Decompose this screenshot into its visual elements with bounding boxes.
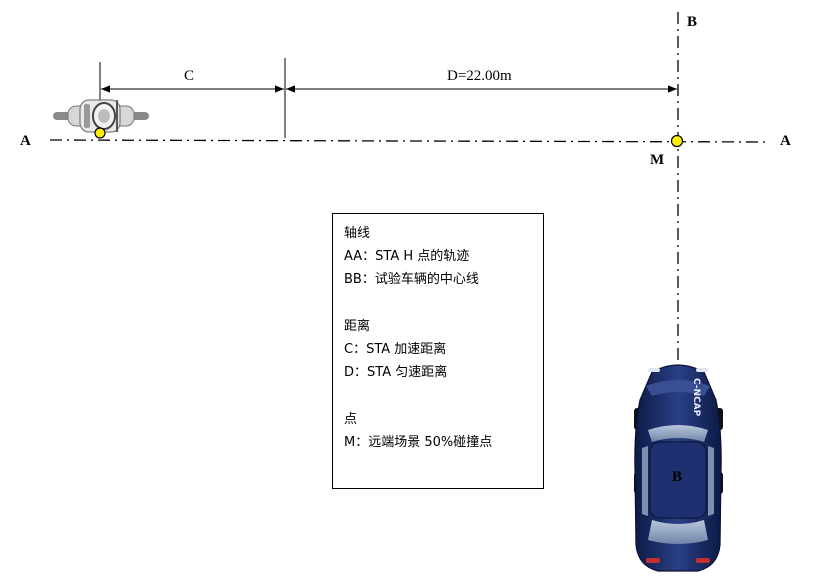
sta-h-point-marker — [94, 127, 106, 139]
axis-aa-line — [49, 139, 771, 143]
dimension-c-label: C — [184, 68, 195, 84]
car-roof-text: C-NCAP — [691, 378, 701, 417]
dimension-d-label: D=22.00m — [447, 68, 512, 84]
legend-point-heading: 点 — [344, 412, 358, 427]
legend-axis-bb: BB：试验车辆的中心线 — [344, 272, 479, 287]
legend-point-m: M：远端场景 50%碰撞点 — [344, 435, 493, 450]
point-m-label: M — [650, 152, 665, 168]
car-icon — [634, 364, 723, 572]
axis-b-top-label: B — [687, 14, 698, 30]
axis-b-car-label: B — [672, 469, 683, 485]
axis-a-left-label: A — [20, 133, 31, 149]
legend-axis-aa: AA：STA H 点的轨迹 — [344, 249, 470, 264]
legend-distance-d: D：STA 匀速距离 — [344, 365, 448, 380]
legend-box: 轴线 AA：STA H 点的轨迹 BB：试验车辆的中心线 距离 C：STA 加速… — [332, 213, 544, 489]
axis-a-right-label: A — [780, 133, 791, 149]
legend-axis-heading: 轴线 — [344, 226, 371, 241]
legend-distance-heading: 距离 — [344, 319, 371, 334]
impact-point-m-marker — [670, 134, 684, 148]
legend-distance-c: C：STA 加速距离 — [344, 342, 447, 357]
motorcycle-icon — [53, 99, 149, 133]
